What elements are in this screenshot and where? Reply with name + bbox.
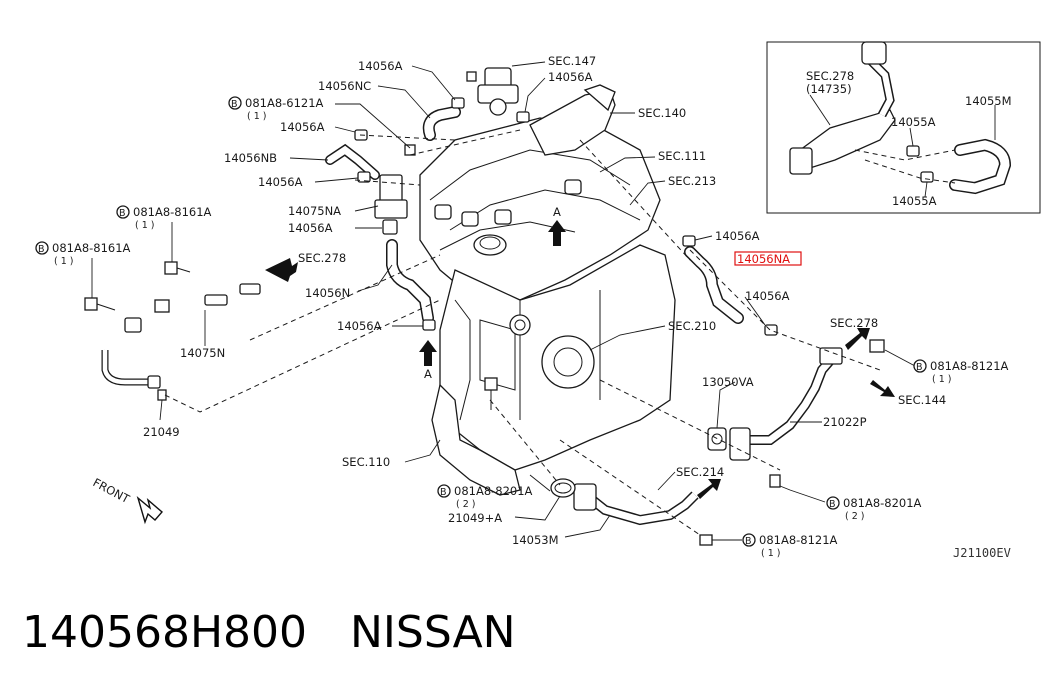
label-081A8-8201A: 081A8-8201A [843, 496, 922, 510]
label-14075N: 14075N [180, 346, 225, 360]
label-14056NC: 14056NC [318, 79, 371, 93]
label-14056A: 14056A [337, 319, 382, 333]
label-sec278: SEC.278 [806, 69, 854, 83]
label-14056NB: 14056NB [224, 151, 277, 165]
bolt-markers: B B B B B B B [35, 96, 927, 547]
label-14735: (14735) [806, 82, 852, 96]
label-sec140: SEC.140 [638, 106, 686, 120]
label-14055A: 14055A [892, 194, 937, 208]
label-sec214: SEC.214 [676, 465, 724, 479]
part-number: 140568H800 [22, 607, 307, 658]
label-081A8-8161A: 081A8-8161A [52, 241, 131, 255]
label-A: A [553, 205, 561, 219]
engine-block [419, 84, 676, 496]
label-13050VA: 13050VA [702, 375, 754, 389]
highlight-box [734, 251, 802, 266]
caption: 140568H800 NISSAN [22, 607, 516, 658]
label-14056A: 14056A [358, 59, 403, 73]
label-sec278: SEC.278 [830, 316, 878, 330]
label-14056NA: 14056NA [737, 252, 790, 266]
label-qty: ( 2 ) [845, 511, 865, 522]
label-14056N: 14056N [305, 286, 350, 300]
lower-pipes [484, 339, 885, 546]
label-14056A: 14056A [258, 175, 303, 189]
label-qty: ( 2 ) [456, 499, 476, 510]
brand-name: NISSAN [350, 607, 516, 658]
leader-lines [91, 61, 996, 541]
guide-lines [164, 129, 881, 536]
label-qty: ( 1 ) [135, 220, 155, 231]
circle-b-8121-2: B [745, 536, 752, 547]
label-081A8-8201A: 081A8-8201A [454, 484, 533, 498]
part-labels: 14056A SEC.147 14056A 14056NC SEC.140 08… [52, 54, 1012, 560]
label-14075NA: 14075NA [288, 204, 341, 218]
circle-b-8161-1: B [119, 208, 126, 219]
label-sec278: SEC.278 [298, 251, 346, 265]
circle-b-8201-1: B [440, 487, 447, 498]
label-21049A: 21049+A [448, 511, 502, 525]
label-21022P: 21022P [823, 415, 867, 429]
label-14055M: 14055M [965, 94, 1012, 108]
label-sec144: SEC.144 [898, 393, 946, 407]
front-indicator: FRONT [91, 475, 163, 525]
label-081A8-8121A: 081A8-8121A [930, 359, 1009, 373]
upper-hoses [325, 67, 778, 336]
label-sec213: SEC.213 [668, 174, 716, 188]
label-081A8-6121A: 081A8-6121A [245, 96, 324, 110]
circle-b-8121-1: B [916, 362, 923, 373]
label-14056A: 14056A [280, 120, 325, 134]
label-14056A: 14056A [715, 229, 760, 243]
circle-b-8161-2: B [38, 244, 45, 255]
label-qty: ( 1 ) [932, 374, 952, 385]
label-sec147: SEC.147 [548, 54, 596, 68]
label-081A8-8161A: 081A8-8161A [133, 205, 212, 219]
label-14056A: 14056A [745, 289, 790, 303]
label-qty: ( 1 ) [247, 111, 267, 122]
label-sec110: SEC.110 [342, 455, 390, 469]
pipe-14075N [84, 261, 261, 401]
circle-b-8201-2: B [829, 499, 836, 510]
label-A: A [424, 367, 432, 381]
label-qty: ( 1 ) [54, 256, 74, 267]
label-sec210: SEC.210 [668, 319, 716, 333]
label-sec111: SEC.111 [658, 149, 706, 163]
label-14053M: 14053M [512, 533, 559, 547]
label-21049: 21049 [143, 425, 180, 439]
label-14056A: 14056A [548, 70, 593, 84]
label-front: FRONT [91, 475, 133, 506]
label-14055A: 14055A [891, 115, 936, 129]
inset-box [766, 41, 1041, 214]
diagram-reference: J21100EV [953, 546, 1011, 560]
label-081A8-8121A: 081A8-8121A [759, 533, 838, 547]
circle-b-6121: B [231, 99, 238, 110]
arrows [265, 220, 895, 499]
label-14056A: 14056A [288, 221, 333, 235]
label-qty: ( 1 ) [761, 548, 781, 559]
